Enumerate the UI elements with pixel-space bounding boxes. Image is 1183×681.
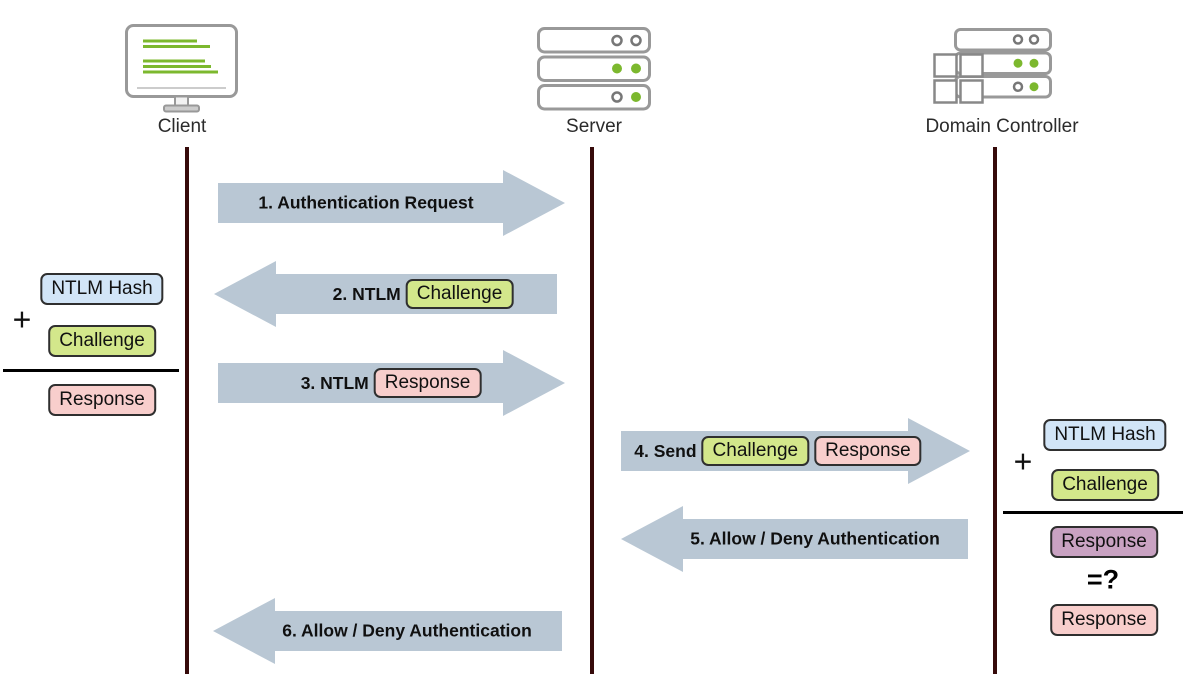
actor-server-label: Server xyxy=(566,116,622,137)
dc-plus-sign: + xyxy=(1013,443,1033,480)
dc-sum-line xyxy=(1003,511,1183,514)
client-challenge-box: Challenge xyxy=(48,325,156,357)
domain-controller-icon xyxy=(933,28,1052,104)
message-3-ntlm-response: 3. NTLM Response xyxy=(301,368,482,398)
challenge-token: Challenge xyxy=(405,279,514,309)
dc-received-response-box: Response xyxy=(1050,604,1158,636)
dc-equals-question: =? xyxy=(1086,564,1120,595)
arrow-2-left-icon xyxy=(214,261,557,327)
message-1-authentication-request: 1. Authentication Request xyxy=(258,193,473,214)
response-token: Response xyxy=(814,436,922,466)
dc-challenge-box: Challenge xyxy=(1051,469,1159,501)
client-sum-line xyxy=(3,369,179,372)
client-plus-sign: + xyxy=(12,301,32,338)
message-1-label: 1. Authentication Request xyxy=(258,192,474,213)
actor-domain-controller-label: Domain Controller xyxy=(925,116,1079,137)
dc-computed-response-box: Response xyxy=(1050,526,1158,558)
message-6-allow-deny: 6. Allow / Deny Authentication xyxy=(282,621,532,642)
server-stack-icon xyxy=(537,27,651,111)
message-2-ntlm-challenge: 2. NTLM Challenge xyxy=(333,279,514,309)
client-response-box: Response xyxy=(48,384,156,416)
message-2-label: 2. NTLM xyxy=(332,283,401,304)
message-6-label: 6. Allow / Deny Authentication xyxy=(282,620,532,641)
challenge-token: Challenge xyxy=(701,436,810,466)
arrow-6-left-icon xyxy=(213,598,562,664)
client-ntlm-hash-box: NTLM Hash xyxy=(40,273,164,305)
computer-monitor-icon xyxy=(125,24,238,113)
dc-ntlm-hash-box: NTLM Hash xyxy=(1043,419,1167,451)
message-5-label: 5. Allow / Deny Authentication xyxy=(690,528,940,549)
message-4-label: 4. Send xyxy=(634,440,697,461)
message-4-send-challenge-response: 4. Send Challenge Response xyxy=(634,436,922,466)
actor-client-label: Client xyxy=(157,116,207,137)
arrow-1-right-icon xyxy=(218,170,565,236)
arrow-5-left-icon xyxy=(621,506,968,572)
message-5-allow-deny: 5. Allow / Deny Authentication xyxy=(690,529,940,550)
response-token: Response xyxy=(373,368,482,398)
message-3-label: 3. NTLM xyxy=(300,372,369,393)
